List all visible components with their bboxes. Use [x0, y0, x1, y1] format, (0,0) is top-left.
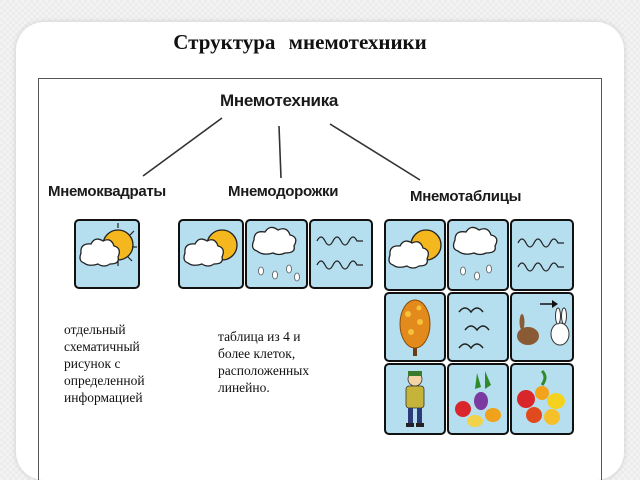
track-cell-2 [245, 219, 308, 289]
table-cell-r3c2 [447, 363, 509, 435]
table-cell-r1c1 [384, 219, 446, 291]
table-cell-r2c2 [447, 292, 509, 362]
page-title: Структура мнемотехники [173, 30, 427, 54]
rain-cloud-icon [251, 226, 300, 282]
vegetables-icon [455, 371, 501, 427]
track-cell-1 [178, 219, 244, 289]
table-cell-r2c1 [384, 292, 446, 362]
square-cell [74, 219, 140, 289]
sun-cloud-icon [183, 229, 238, 267]
fruits-icon [517, 369, 565, 425]
table-cell-r3c3 [510, 363, 574, 435]
table-cell-r1c2 [447, 219, 509, 291]
branch-tracks: Мнемодорожки [228, 183, 339, 200]
table-cell-r1c3 [510, 219, 574, 291]
table-cell-r3c1 [384, 363, 446, 435]
branch-tables: Мнемотаблицы [410, 188, 522, 205]
track-cell-3 [309, 219, 373, 289]
branch-squares: Мнемоквадраты [48, 183, 166, 200]
diagram-frame [38, 78, 602, 480]
child-warm-clothes-icon [405, 371, 425, 427]
sun-cloud-icon [79, 223, 137, 267]
hare-icon [517, 300, 570, 346]
connector-left [142, 117, 223, 177]
wind-icon [517, 238, 564, 272]
root-node: Мнемотехника [220, 91, 339, 110]
squares-description: отдельный схематичный рисунок с определе… [64, 322, 145, 405]
tracks-description: таблица из 4 и более клеток, расположенн… [218, 329, 310, 395]
birds-icon [458, 307, 490, 350]
table-cell-r2c3 [510, 292, 574, 362]
connector-middle [278, 125, 282, 179]
rain-cloud-icon [452, 226, 498, 281]
autumn-tree-icon [399, 299, 431, 356]
wind-icon [316, 236, 363, 270]
connector-right [329, 123, 421, 181]
sun-cloud-icon [388, 229, 442, 269]
